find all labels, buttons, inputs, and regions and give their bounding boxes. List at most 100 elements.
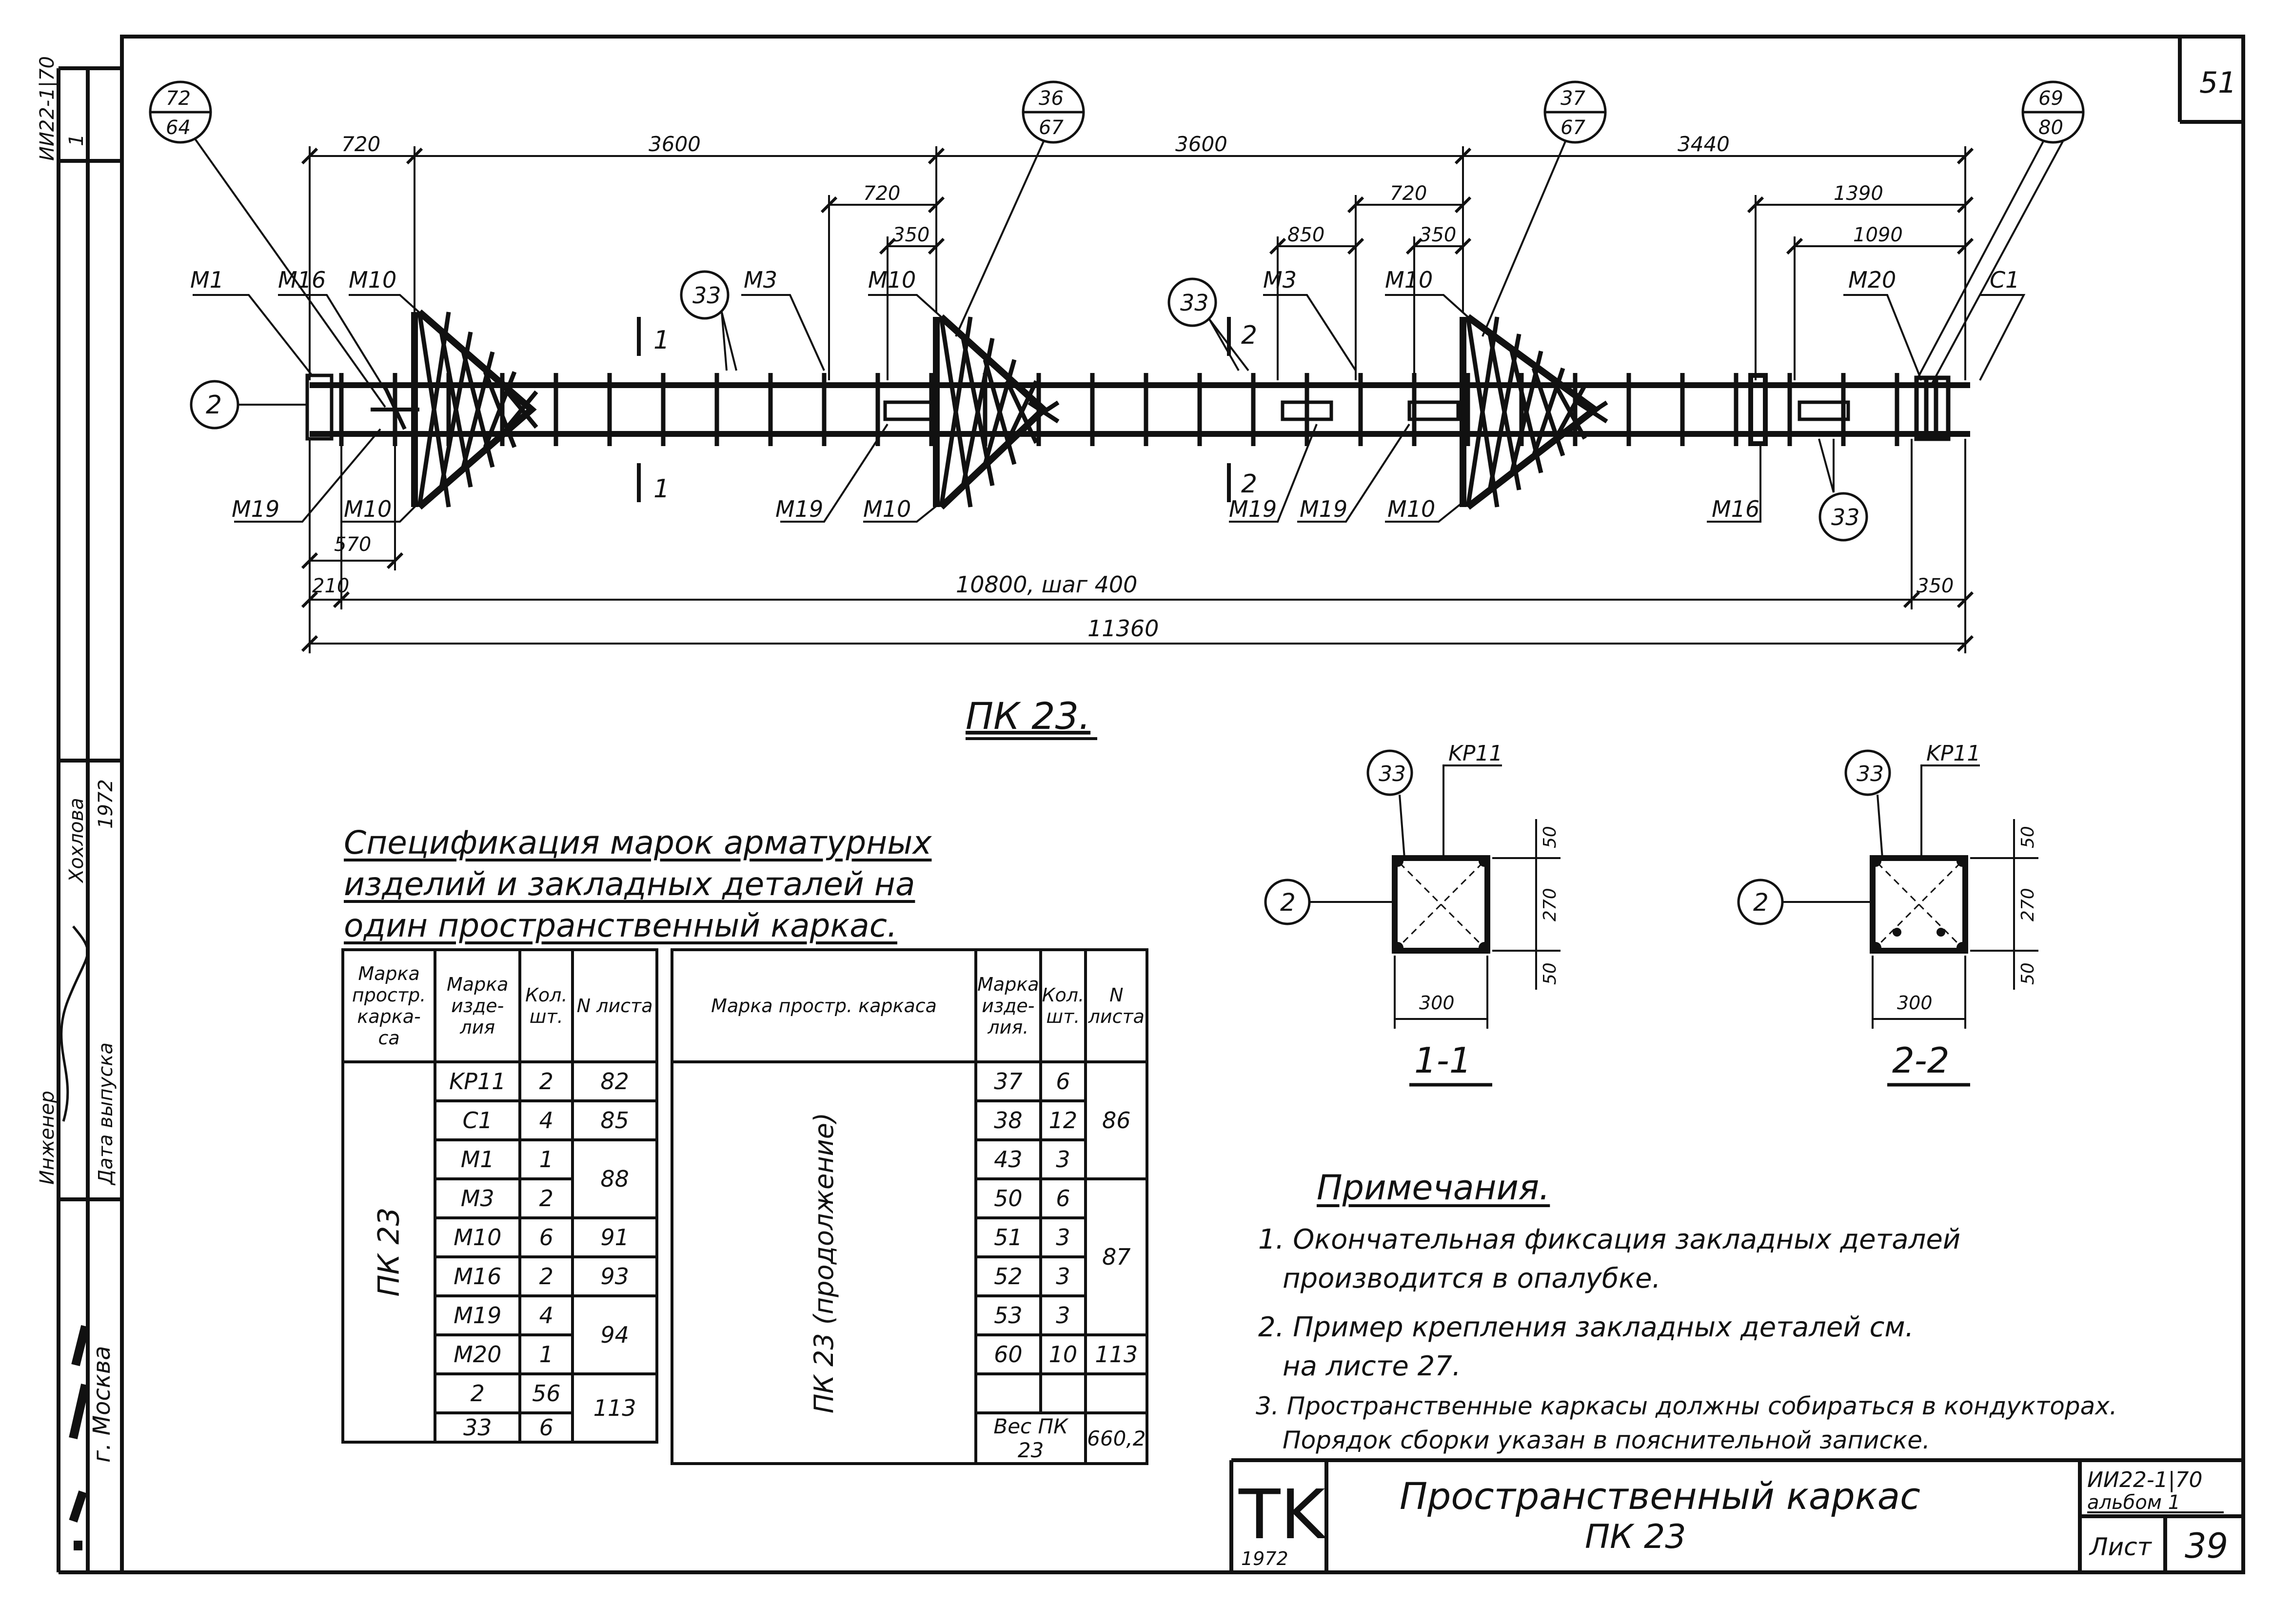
callout-3-bottom: 67 bbox=[1561, 117, 1585, 139]
spec-title-line-1: Спецификация марок арматурных bbox=[344, 824, 932, 861]
mark-m10-top-1: M10 bbox=[349, 267, 396, 293]
section-1-1-kp: KP11 bbox=[1448, 741, 1502, 766]
section-1-1-bars bbox=[1392, 855, 1490, 954]
dim-850: 850 bbox=[1287, 224, 1324, 246]
spec-right-mark-5: 52 bbox=[974, 1255, 1042, 1297]
mark-m19-bottom-3: M19 bbox=[1229, 496, 1277, 522]
dim-720-b: 720 bbox=[863, 182, 900, 205]
mark-m10-top-3: M10 bbox=[1385, 267, 1433, 293]
dim-3600-b: 3600 bbox=[1175, 132, 1227, 156]
section-1-1-dim-top: 50 bbox=[1540, 826, 1560, 848]
spec-left-sheet-94: 94 bbox=[571, 1294, 658, 1375]
mark-m19-bottom-1: M19 bbox=[232, 496, 279, 522]
spec-left-sheet-0: 82 bbox=[571, 1060, 658, 1102]
mark-leaders bbox=[193, 294, 2026, 523]
embedded-plates bbox=[371, 373, 1951, 446]
callout-4-top: 69 bbox=[2038, 87, 2063, 110]
spec-left-sheet-1: 85 bbox=[571, 1099, 658, 1141]
notes-line-2a: 2. Пример крепления закладных деталей см… bbox=[1258, 1311, 1914, 1343]
edge-stamp-signature bbox=[60, 925, 89, 1122]
section-2-2-bubble-33 bbox=[1844, 749, 1891, 796]
dim-350-bottom: 350 bbox=[1917, 575, 1954, 597]
notes-line-3b: Порядок сборки указан в пояснительной за… bbox=[1283, 1426, 1930, 1454]
spec-left-mark-7: M20 bbox=[434, 1333, 522, 1375]
dim-570: 570 bbox=[334, 533, 371, 556]
section-label-1-top: 1 bbox=[653, 326, 670, 355]
dim-720-c: 720 bbox=[1390, 182, 1427, 205]
spec-right-weight-label: Вес ПК 23 bbox=[974, 1411, 1087, 1465]
spec-left-header-sheet: N листа bbox=[571, 948, 658, 1063]
section-label-2-top: 2 bbox=[1241, 321, 1257, 350]
bubble-2 bbox=[190, 380, 239, 430]
spec-left-group-cell: ПК 23 bbox=[341, 1060, 437, 1444]
mark-m19-bottom-2: M19 bbox=[775, 496, 823, 522]
mark-m1: M1 bbox=[190, 267, 224, 293]
section-2-2-dim-w: 300 bbox=[1897, 992, 1933, 1014]
edge-stamp-code: ИИ22-1|70 bbox=[36, 56, 59, 161]
spec-right-qty-2: 3 bbox=[1039, 1138, 1087, 1180]
callout-3-top: 37 bbox=[1561, 87, 1585, 110]
spec-left-qty-8: 56 bbox=[518, 1372, 574, 1414]
spec-title-line-3: один пространственный каркас. bbox=[344, 907, 897, 944]
spec-left-sheet-5: 93 bbox=[571, 1255, 658, 1297]
section-label-1-bottom: 1 bbox=[653, 474, 670, 504]
drawing-title: ПК 23. bbox=[966, 694, 1090, 738]
spec-left-sheet-113: 113 bbox=[571, 1372, 658, 1444]
spec-right-mark-4: 51 bbox=[974, 1216, 1042, 1258]
edge-stamp-position: Инженер bbox=[36, 1091, 59, 1185]
spec-left-qty-6: 4 bbox=[518, 1294, 574, 1336]
spec-right-empty-sheet bbox=[1084, 1372, 1149, 1414]
spec-right-empty-qty bbox=[1039, 1372, 1087, 1414]
spec-right-qty-5: 3 bbox=[1039, 1255, 1087, 1297]
spec-left-mark-6: M19 bbox=[434, 1294, 522, 1336]
spec-left-mark-8: 2 bbox=[434, 1372, 522, 1414]
section-2-2: 33 KP11 2 300 50 270 50 2-2 bbox=[1737, 741, 2038, 1087]
spec-title-line-2: изделий и закладных деталей на bbox=[344, 865, 915, 903]
hatch3-line-9 bbox=[1554, 384, 1587, 440]
section-1-1-leader-33 bbox=[1399, 794, 1405, 859]
hatch3-line-7 bbox=[1531, 367, 1565, 457]
hatch1-line-7 bbox=[483, 371, 517, 448]
dim-1090: 1090 bbox=[1853, 224, 1903, 246]
title-block-title-2: ПК 23 bbox=[1585, 1518, 1686, 1556]
spec-left-sheet-88: 88 bbox=[571, 1138, 658, 1219]
title-block-sheet-no: 39 bbox=[2185, 1526, 2228, 1566]
mark-m16-bottom: M16 bbox=[1712, 496, 1759, 522]
title-block-logo: TK bbox=[1238, 1475, 1327, 1555]
edge-stamp: ИИ22-1|70 1 Инженер Хохлова Дата выпуска… bbox=[36, 56, 117, 1550]
callout-1-bottom: 64 bbox=[166, 117, 191, 139]
notes-title: Примечания. bbox=[1317, 1168, 1550, 1208]
hatch1-line-5 bbox=[461, 351, 495, 468]
spec-left-mark-9: 33 bbox=[434, 1411, 522, 1444]
section-1-1-diagonals bbox=[1399, 862, 1483, 947]
title-block-logo-year: 1972 bbox=[1241, 1548, 1288, 1569]
spec-right-mark-2: 43 bbox=[974, 1138, 1042, 1180]
diamond-part-3 bbox=[1460, 314, 1608, 510]
main-bars bbox=[305, 373, 1970, 441]
edge-stamp-surname: Хохлова bbox=[65, 798, 88, 883]
section-1-1-2: 2 bbox=[1280, 888, 1296, 917]
spec-left-sheet-4: 91 bbox=[571, 1216, 658, 1258]
bubble-33-b: 33 bbox=[1180, 290, 1209, 316]
bubble-33-leaders bbox=[721, 312, 1835, 493]
spec-right-sheet-86: 86 bbox=[1084, 1060, 1149, 1180]
spec-left-header-qty: Кол. шт. bbox=[518, 948, 574, 1063]
spec-right-sheet-113: 113 bbox=[1084, 1333, 1149, 1375]
edge-stamp-year: 1972 bbox=[95, 779, 117, 829]
mark-m10-bottom-1: M10 bbox=[344, 496, 392, 522]
spec-table-right: Марка простр. каркаса Марка изде- лия. К… bbox=[670, 948, 1149, 1465]
spec-left-header-assembly: Марка простр. карка- са bbox=[341, 948, 437, 1063]
spec-right-qty-6: 3 bbox=[1039, 1294, 1087, 1336]
spec-right-weight-value: 660,2 bbox=[1084, 1411, 1149, 1465]
dim-210: 210 bbox=[312, 575, 349, 597]
spec-right-qty-1: 12 bbox=[1039, 1099, 1087, 1141]
diamond-part-2 bbox=[933, 314, 1060, 510]
spec-left-qty-2: 1 bbox=[518, 1138, 574, 1180]
spec-left-qty-5: 2 bbox=[518, 1255, 574, 1297]
spec-right-qty-4: 3 bbox=[1039, 1216, 1087, 1258]
spec-left-qty-7: 1 bbox=[518, 1333, 574, 1375]
section-2-2-dim-top: 50 bbox=[2018, 826, 2038, 848]
spec-right-mark-6: 53 bbox=[974, 1294, 1042, 1336]
bubble-2-label: 2 bbox=[206, 391, 222, 420]
section-2-2-leader-33 bbox=[1877, 794, 1883, 859]
